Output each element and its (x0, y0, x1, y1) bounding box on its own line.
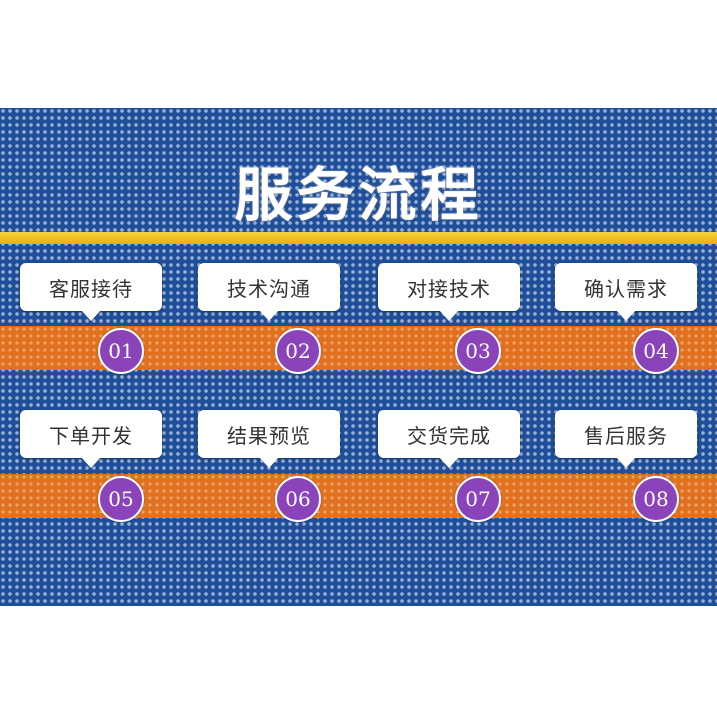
step-label-07: 交货完成 (378, 410, 520, 458)
step-number-08: 08 (633, 476, 679, 522)
page-title: 服务流程 (234, 161, 483, 229)
step-number-04: 04 (633, 328, 679, 374)
service-process-banner: 服务流程 客服接待 技术沟通 对接技术 确认需求 01 02 03 04 下单开… (0, 108, 717, 606)
step-number-02: 02 (275, 328, 321, 374)
step-number-06: 06 (275, 476, 321, 522)
step-number-07: 07 (455, 476, 501, 522)
step-number-05: 05 (98, 476, 144, 522)
step-number-03: 03 (455, 328, 501, 374)
step-label-05: 下单开发 (20, 410, 162, 458)
step-label-02: 技术沟通 (198, 263, 340, 311)
step-label-06: 结果预览 (198, 410, 340, 458)
divider-line (0, 232, 717, 244)
step-label-04: 确认需求 (555, 263, 697, 311)
step-label-03: 对接技术 (378, 263, 520, 311)
step-label-08: 售后服务 (555, 410, 697, 458)
step-number-01: 01 (98, 328, 144, 374)
step-label-01: 客服接待 (20, 263, 162, 311)
